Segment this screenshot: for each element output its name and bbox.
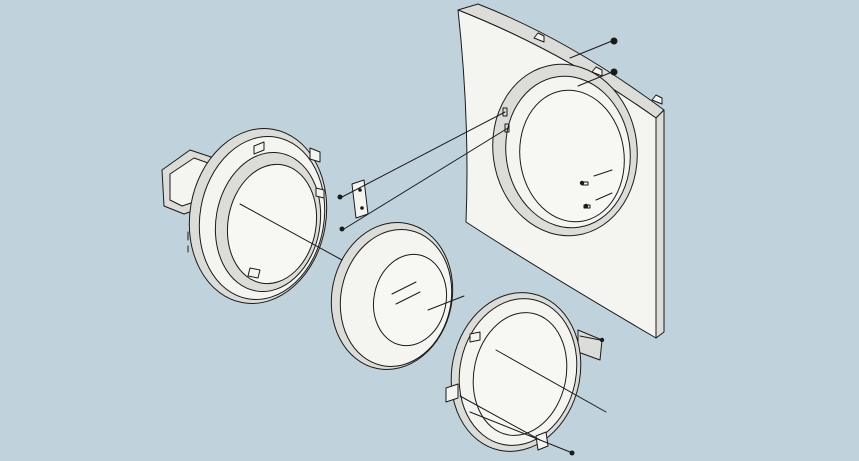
- door-hinge: [351, 179, 369, 219]
- front-panel: [457, 3, 665, 339]
- door-glass: [330, 222, 454, 370]
- outer-door-frame: [445, 292, 603, 452]
- inner-door-frame: [161, 128, 328, 304]
- screw: [337, 180, 589, 232]
- screw: [610, 37, 618, 76]
- alignment-lines: [239, 40, 613, 453]
